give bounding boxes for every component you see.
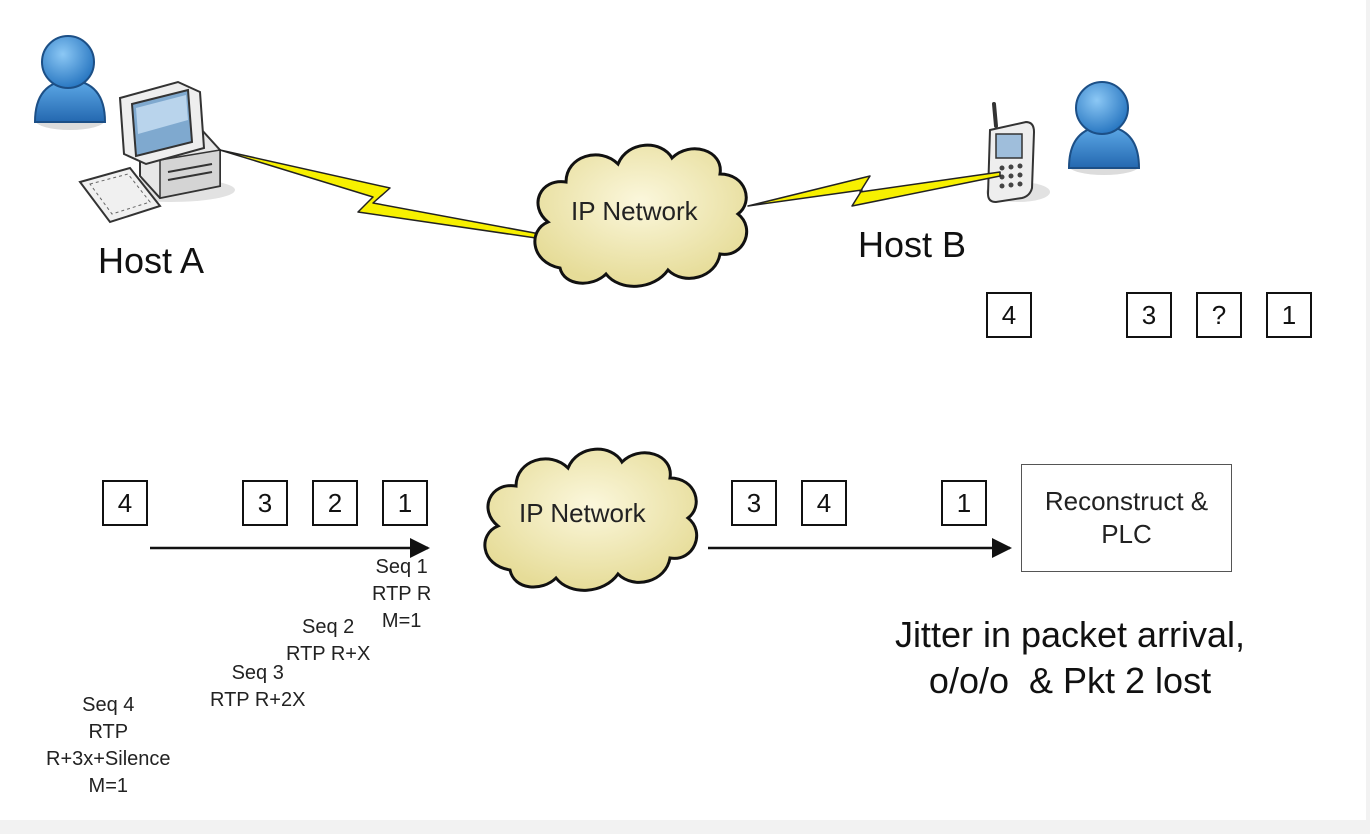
jitter-caption: Jitter in packet arrival, o/o/o & Pkt 2 … [894,614,1246,701]
person-a-icon [33,35,107,130]
seq-4-label: Seq 4 RTP R+3x+Silence M=1 [46,694,171,797]
seq-2-label: Seq 2 RTP R+X [286,616,371,665]
packet-box: 3 [1126,292,1172,338]
seq-3-label: Seq 3 RTP R+2X [210,662,306,711]
host-b-label: Host B [858,224,967,265]
packet-box: 1 [1266,292,1312,338]
packet-box: 4 [102,480,148,526]
computer-icon [78,80,235,224]
reconstruct-plc-box: Reconstruct & PLC [1021,464,1232,572]
packet-box: 3 [731,480,777,526]
cloud-label-top: IP Network [571,196,698,226]
cloud-icon-bottom [483,447,699,592]
packet-box: 1 [382,480,428,526]
host-a-label: Host A [98,240,205,281]
packet-box: 1 [941,480,987,526]
mobile-phone-icon [986,102,1050,204]
cloud-icon-top [533,143,749,288]
packet-box: 2 [312,480,358,526]
packet-box: 3 [242,480,288,526]
lightning-link-a [219,149,541,239]
packet-box: 4 [986,292,1032,338]
person-b-icon [1067,81,1141,175]
lightning-link-b [747,171,1001,207]
cloud-label-bottom: IP Network [519,498,646,528]
packet-box: 4 [801,480,847,526]
packet-box-missing: ? [1196,292,1242,338]
seq-1-label: Seq 1 RTP R M=1 [372,556,432,632]
